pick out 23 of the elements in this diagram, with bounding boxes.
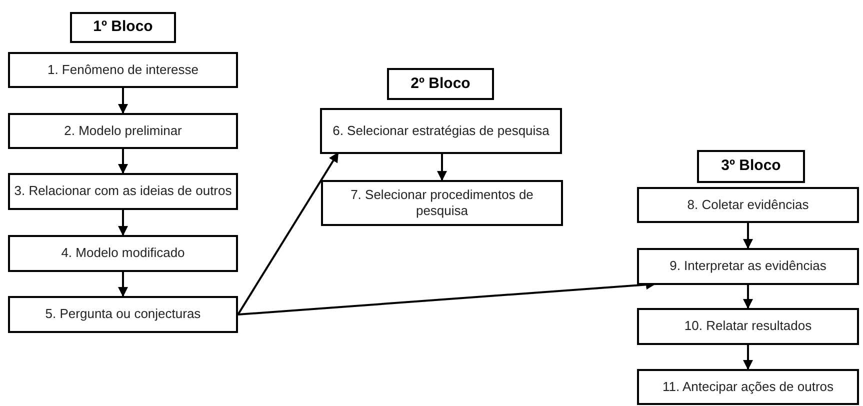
step-box: 11. Antecipar ações de outros (637, 369, 859, 405)
arrow (437, 154, 447, 181)
step-box: 8. Coletar evidências (637, 187, 859, 223)
arrow (237, 152, 339, 316)
step-box: 5. Pergunta ou conjecturas (8, 296, 238, 333)
arrow (743, 285, 753, 309)
step-box: 7. Selecionar procedimentos de pesquisa (321, 180, 563, 226)
block-heading-box: 2º Bloco (387, 68, 494, 100)
step-box: 4. Modelo modificado (8, 235, 238, 272)
step-box: 9. Interpretar as evidências (637, 248, 859, 285)
arrow (743, 345, 753, 370)
step-box: 3. Relacionar com as ideias de outros (8, 173, 238, 210)
step-box: 1. Fenômeno de interesse (8, 52, 238, 88)
arrow (118, 210, 128, 236)
arrow (118, 272, 128, 297)
arrow (118, 149, 128, 174)
step-box: 10. Relatar resultados (637, 308, 859, 345)
block-heading-box: 1º Bloco (70, 12, 176, 43)
arrow (743, 223, 753, 249)
step-box: 2. Modelo preliminar (8, 113, 238, 149)
block-heading-box: 3º Bloco (697, 150, 805, 183)
arrow (118, 88, 128, 114)
step-box: 6. Selecionar estratégias de pesquisa (320, 108, 562, 154)
